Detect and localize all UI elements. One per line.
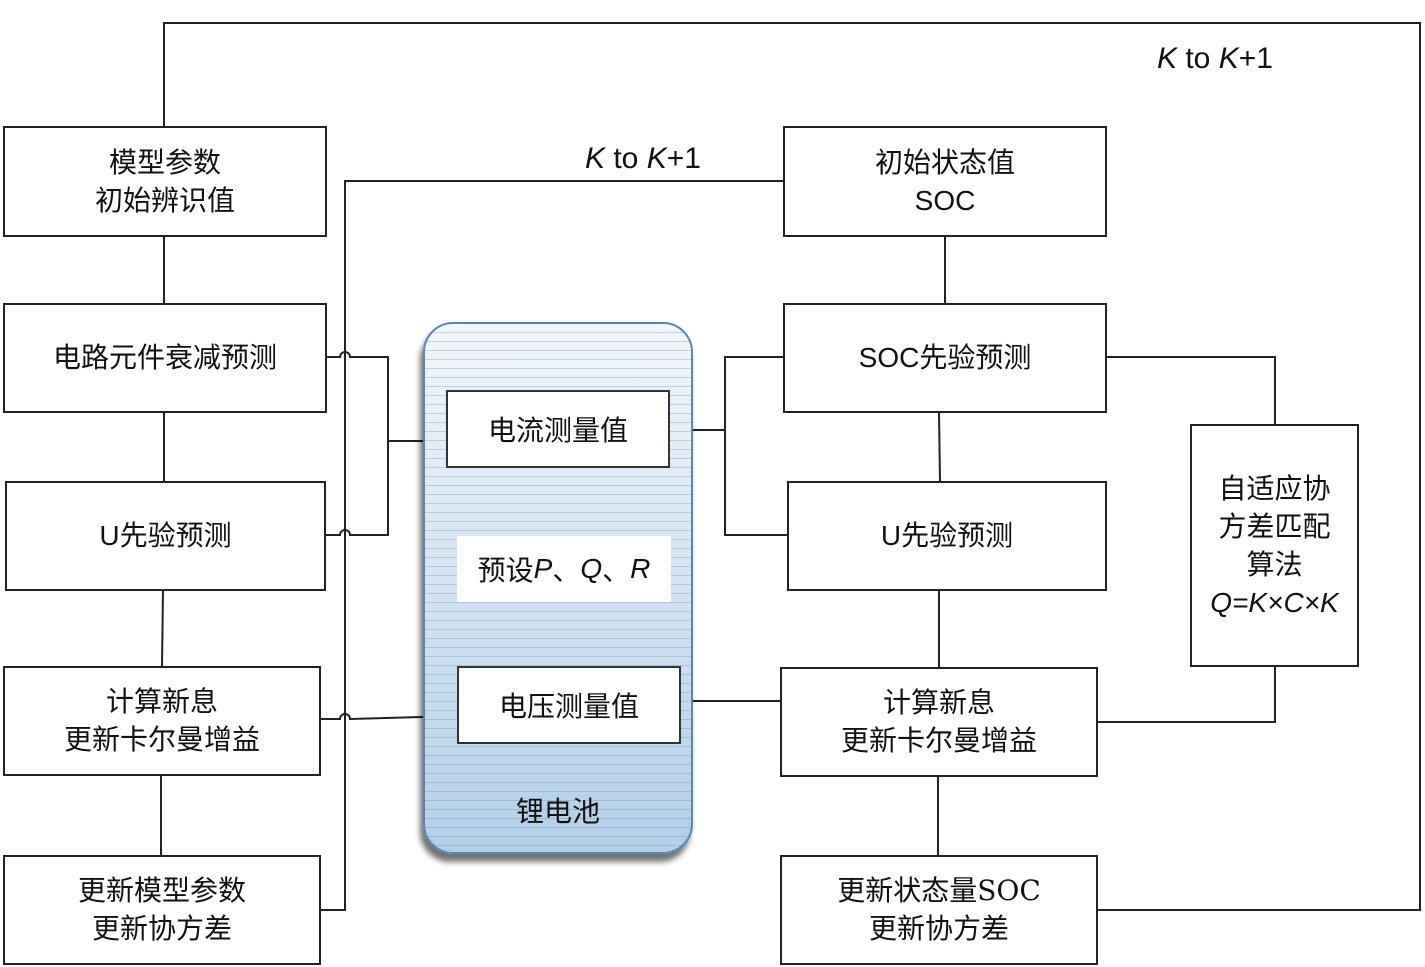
box-text: 更新卡尔曼增益 (63, 723, 260, 756)
model-params-init-box: 模型参数 初始辨识值 (3, 126, 327, 237)
right-bracket (724, 356, 787, 536)
outer-loop-line (163, 22, 1421, 911)
box-text: 更新协方差 (868, 912, 1009, 945)
loop-k: K (1157, 42, 1178, 75)
loop-k2: K (1218, 42, 1239, 75)
symbol-r: R (630, 553, 651, 584)
box-text: 电流测量值 (487, 414, 628, 447)
formula-times: × (1303, 586, 1321, 618)
formula-q: Q (1210, 586, 1233, 618)
box-text: SOC先验预测 (858, 342, 1032, 373)
innovation-left-to-voltage (320, 713, 458, 721)
loop-k2: K (646, 142, 667, 175)
separator: 、 (602, 554, 631, 587)
box-text: 初始状态值 (874, 145, 1015, 179)
u-prior-predict-left-box: U先验预测 (5, 481, 326, 591)
outer-loop-label: K to K+1 (1157, 42, 1273, 76)
box-text: 电路元件衰减预测 (52, 341, 277, 374)
initial-soc-box: 初始状态值 SOC (783, 126, 1107, 237)
box-text: 更新状态量SOC (837, 874, 1041, 907)
inner-loop-label: K to K+1 (585, 142, 701, 176)
loop-plus-one: +1 (666, 142, 701, 175)
formula-c: C (1283, 586, 1304, 618)
loop-plus-one: +1 (1238, 42, 1273, 75)
box-text: 算法 (1246, 547, 1303, 581)
box-text: 计算新息 (105, 685, 218, 718)
adaptive-covariance-box: 自适应协 方差匹配 算法 Q=K×C×K (1190, 424, 1359, 667)
formula-times: × (1267, 586, 1284, 618)
formula-k: K (1320, 586, 1339, 618)
update-model-params-box: 更新模型参数 更新协方差 (3, 855, 321, 965)
innovation-gain-left-box: 计算新息 更新卡尔曼增益 (3, 666, 321, 776)
left-link-3 (161, 589, 164, 667)
right-link-2 (938, 411, 941, 482)
box-text: SOC (914, 184, 976, 216)
soc-to-adaptive (1107, 356, 1276, 424)
circuit-decay-predict-box: 电路元件衰减预测 (3, 303, 327, 413)
box-text: 模型参数 (108, 145, 221, 179)
box-text: U先验预测 (99, 520, 232, 551)
box-text: 更新协方差 (91, 912, 232, 945)
loop-to: to (1177, 42, 1219, 75)
u-prior-predict-right-box: U先验预测 (787, 481, 1107, 591)
adaptive-formula: Q=K×C×K (1210, 584, 1338, 622)
box-text: 初始辨识值 (94, 183, 235, 217)
formula-k: K (1248, 586, 1268, 618)
inner-loop-line (320, 180, 783, 911)
box-text: 更新卡尔曼增益 (840, 724, 1037, 757)
box-text: 更新模型参数 (77, 874, 246, 907)
soc-prior-predict-box: SOC先验预测 (783, 303, 1107, 413)
box-text: 自适应协 (1218, 471, 1331, 505)
adaptive-to-innovation (1097, 666, 1276, 723)
voltage-measurement-box: 电压测量值 (457, 666, 681, 744)
symbol-q: Q (580, 553, 603, 584)
box-text: U先验预测 (880, 520, 1014, 551)
separator: 、 (552, 554, 581, 587)
formula-eq: = (1232, 586, 1249, 618)
innovation-gain-right-box: 计算新息 更新卡尔曼增益 (780, 667, 1098, 777)
box-text: 计算新息 (882, 686, 995, 719)
loop-to: to (605, 142, 647, 175)
battery-label: 锂电池 (515, 795, 600, 828)
box-text: 方差匹配 (1218, 509, 1331, 543)
update-soc-box: 更新状态量SOC 更新协方差 (780, 855, 1098, 965)
loop-k: K (585, 142, 606, 175)
preset-prefix: 预设 (477, 554, 534, 587)
current-measurement-box: 电流测量值 (446, 390, 670, 468)
decay-to-current (325, 351, 389, 536)
box-text: 电压测量值 (498, 690, 639, 723)
symbol-p: P (533, 553, 553, 584)
